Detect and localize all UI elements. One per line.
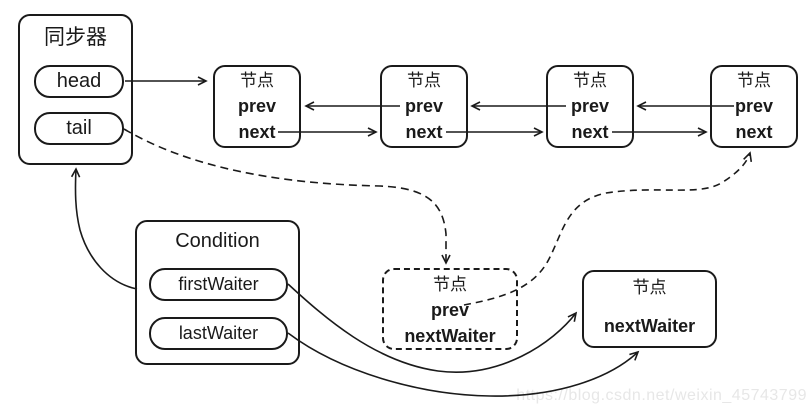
sync-node-2: 节点 prev next: [380, 65, 468, 148]
next-field: next: [405, 122, 443, 142]
node-title: 节点: [632, 278, 667, 297]
waiter-node: 节点 nextWaiter: [582, 270, 717, 348]
transferred-node: 节点 prev nextWaiter: [382, 268, 518, 350]
prev-field: prev: [570, 96, 610, 116]
first-waiter-label: firstWaiter: [178, 274, 259, 294]
first-waiter-field: firstWaiter: [149, 268, 288, 301]
prev-field: prev: [237, 96, 277, 116]
next-field: next: [571, 122, 609, 142]
synchronizer-title: 同步器: [44, 26, 107, 49]
head-field: head: [34, 65, 124, 98]
next-field: next: [735, 122, 773, 142]
synchronizer-box: 同步器 head tail: [18, 14, 133, 165]
watermark-text: https://blog.csdn.net/weixin_45743799: [516, 387, 807, 404]
edge-condition-to-synchronizer: [70, 167, 138, 290]
tail-label: tail: [66, 117, 92, 139]
head-label: head: [56, 70, 102, 92]
node-title: 节点: [433, 275, 467, 294]
prev-field: prev: [404, 96, 444, 116]
node-title: 节点: [407, 71, 441, 90]
next-field: next: [238, 122, 276, 142]
last-waiter-label: lastWaiter: [178, 323, 259, 343]
condition-box: Condition firstWaiter lastWaiter: [135, 220, 300, 365]
node-title: 节点: [573, 71, 607, 90]
sync-node-1: 节点 prev next: [213, 65, 301, 148]
node-title: 节点: [240, 71, 274, 90]
next-waiter-field: nextWaiter: [404, 326, 496, 346]
prev-field: prev: [430, 300, 470, 320]
prev-field: prev: [734, 96, 774, 116]
condition-title: Condition: [175, 230, 260, 252]
sync-node-3: 节点 prev next: [546, 65, 634, 148]
next-waiter-field: nextWaiter: [603, 316, 696, 336]
sync-node-4: 节点 prev next: [710, 65, 798, 148]
last-waiter-field: lastWaiter: [149, 317, 288, 350]
node-title: 节点: [737, 71, 771, 90]
tail-field: tail: [34, 112, 124, 145]
